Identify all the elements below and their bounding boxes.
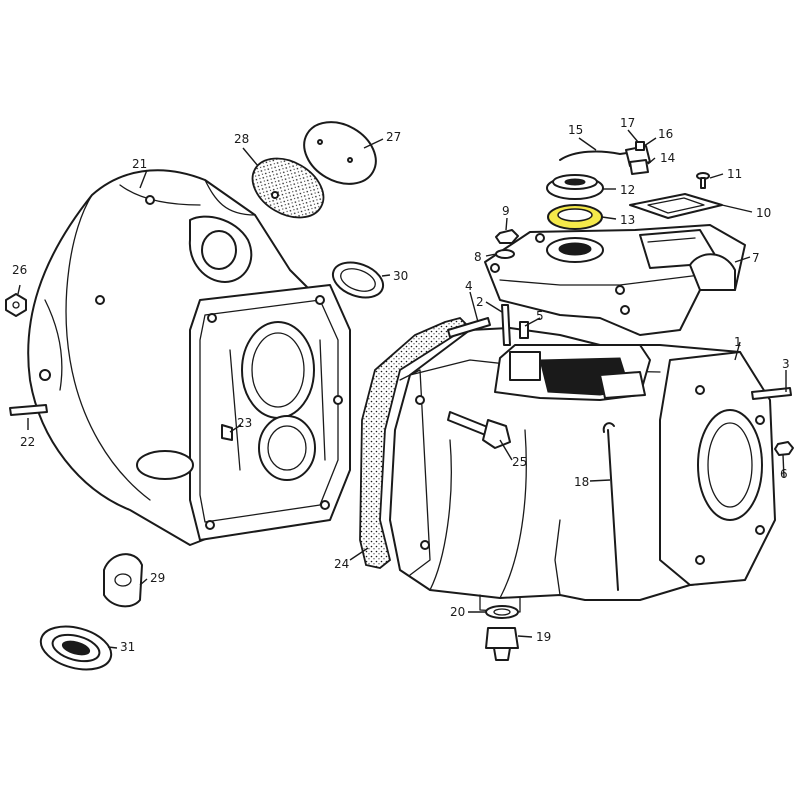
drain-plug-19 xyxy=(485,627,519,661)
callout-14: 14 xyxy=(660,151,675,165)
cover-plate-27 xyxy=(303,121,377,185)
callout-9: 9 xyxy=(502,204,510,218)
cover-plate-10 xyxy=(629,193,723,219)
washer-20 xyxy=(485,605,519,619)
interlock-lever xyxy=(559,141,651,175)
callout-7: 7 xyxy=(752,251,760,265)
stud-2 xyxy=(501,304,511,346)
callout-18: 18 xyxy=(574,475,589,489)
callout-21: 21 xyxy=(132,157,147,171)
callout-23: 23 xyxy=(237,416,252,430)
callout-11: 11 xyxy=(727,167,742,181)
nut-9 xyxy=(495,229,519,244)
callout-29: 29 xyxy=(150,571,165,585)
top-cover xyxy=(484,224,746,336)
bell-housing xyxy=(27,169,351,546)
callout-10: 10 xyxy=(756,206,771,220)
callout-19: 19 xyxy=(536,630,551,644)
dipstick-18 xyxy=(602,422,619,591)
seal-31 xyxy=(39,625,113,671)
callout-15: 15 xyxy=(568,123,583,137)
callout-8: 8 xyxy=(474,250,482,264)
gearbox-case xyxy=(359,316,776,613)
callout-13: 13 xyxy=(620,213,635,227)
callout-26: 26 xyxy=(12,263,27,277)
nut-6 xyxy=(774,441,794,456)
callout-6: 6 xyxy=(780,467,788,481)
callout-2: 2 xyxy=(476,295,484,309)
callout-25: 25 xyxy=(512,455,527,469)
washer-12 xyxy=(546,174,604,200)
seal-30 xyxy=(331,261,385,299)
callout-30: 30 xyxy=(393,269,408,283)
nut-26 xyxy=(5,293,27,317)
callout-labels: 1 2 3 4 5 6 7 8 9 10 11 12 13 14 15 16 1… xyxy=(12,116,790,654)
callout-22: 22 xyxy=(20,435,35,449)
screw-11 xyxy=(696,172,710,189)
callout-28: 28 xyxy=(234,132,249,146)
stud-22 xyxy=(9,404,48,416)
callout-20: 20 xyxy=(450,605,465,619)
callout-1: 1 xyxy=(734,335,742,349)
callout-16: 16 xyxy=(658,127,673,141)
bolt-25 xyxy=(447,411,511,449)
stud-4 xyxy=(447,317,491,338)
washer-13-highlighted xyxy=(547,204,603,230)
callout-17: 17 xyxy=(620,116,635,130)
washer-8 xyxy=(495,249,515,259)
callout-31: 31 xyxy=(120,640,135,654)
rear-stud xyxy=(751,387,792,400)
leader-lines xyxy=(17,129,787,649)
callout-3: 3 xyxy=(782,357,790,371)
callout-27: 27 xyxy=(386,130,401,144)
callout-12: 12 xyxy=(620,183,635,197)
callout-24: 24 xyxy=(334,557,349,571)
callout-5: 5 xyxy=(536,309,544,323)
gasket-28 xyxy=(251,157,325,219)
callout-4: 4 xyxy=(465,279,473,293)
plate-29 xyxy=(103,553,143,608)
